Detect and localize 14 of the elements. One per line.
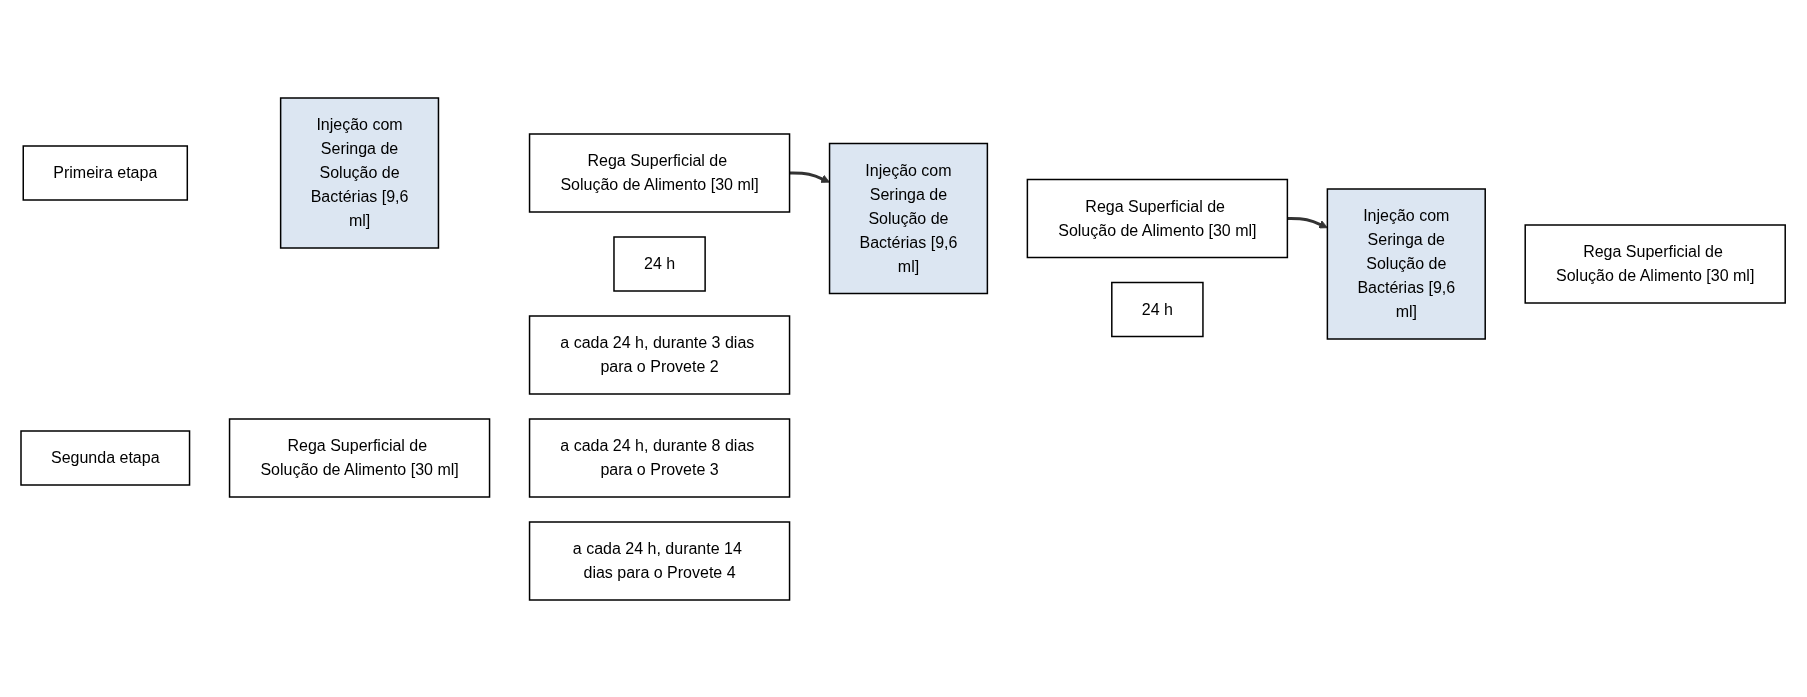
- node-box: Rega Superficial de Solução de Alimento [30 ml]: [229, 417, 491, 498]
- node-box: 24 h: [1111, 281, 1205, 337]
- node-box: a cada 24 h, durante 3 dias para o Provete 2: [529, 314, 791, 395]
- node-box: Injeção com Seringa de Solução de Bactérias [9,6 ml]: [829, 142, 989, 294]
- node-box: Injeção com Seringa de Solução de Bactérias [9,6 ml]: [280, 96, 440, 249]
- node-box: a cada 24 h, durante 14 dias para o Provete 4: [529, 520, 791, 601]
- node-box: 24 h: [613, 235, 707, 292]
- node-box: Rega Superficial de Solução de Alimento [30 ml]: [1524, 223, 1787, 304]
- node-box: Primeira etapa: [22, 144, 189, 201]
- node-box: Segunda etapa: [20, 429, 191, 486]
- node-box: Rega Superficial de Solução de Alimento [30 ml]: [1027, 178, 1289, 258]
- node-box: Rega Superficial de Solução de Alimento [30 ml]: [529, 132, 791, 213]
- node-box: a cada 24 h, durante 8 dias para o Provete 3: [529, 417, 791, 498]
- node-box: Injeção com Seringa de Solução de Bactérias [9,6 ml]: [1327, 187, 1487, 340]
